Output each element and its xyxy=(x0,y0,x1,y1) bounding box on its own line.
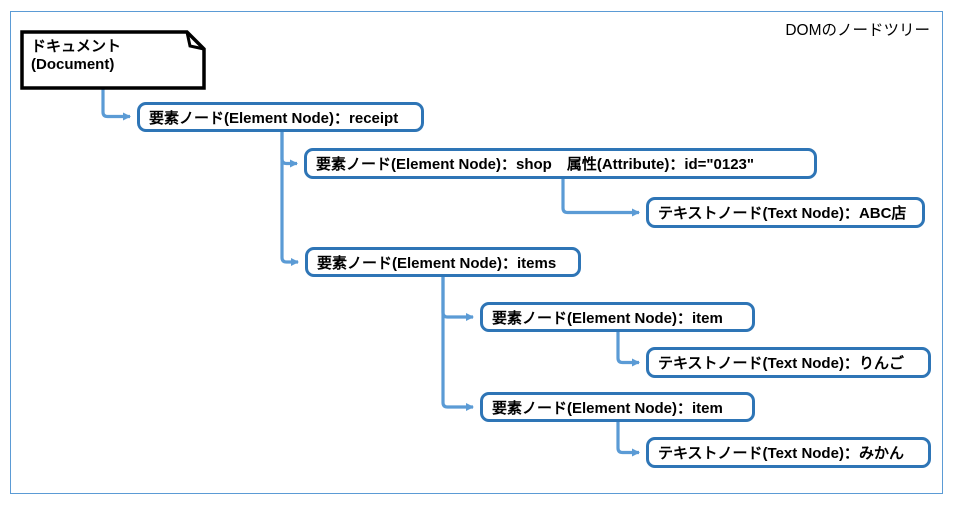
node-label: 要素ノード(Element Node)：receipt xyxy=(149,109,399,127)
document-node-label: ドキュメント (Document) xyxy=(31,38,121,74)
document-label-ja: ドキュメント xyxy=(31,38,122,55)
node-text-ringo: テキストノード(Text Node)：りんご xyxy=(646,347,931,378)
document-label-en: (Document) xyxy=(31,56,115,73)
node-element-item-1: 要素ノード(Element Node)：item xyxy=(480,302,755,332)
document-node: ドキュメント (Document) xyxy=(20,30,206,90)
folded-corner-shape xyxy=(20,30,206,90)
node-text-abc-store: テキストノード(Text Node)：ABC店 xyxy=(646,197,925,228)
node-label: テキストノード(Text Node)：りんご xyxy=(658,355,904,372)
node-label: テキストノード(Text Node)：ABC店 xyxy=(658,205,907,222)
outer-frame xyxy=(10,11,943,494)
node-element-receipt: 要素ノード(Element Node)：receipt xyxy=(137,102,424,132)
node-element-item-2: 要素ノード(Element Node)：item xyxy=(480,392,755,422)
node-text-mikan: テキストノード(Text Node)：みかん xyxy=(646,437,931,468)
node-label: 要素ノード(Element Node)：items xyxy=(317,254,557,272)
diagram-title: DOMのノードツリー xyxy=(785,22,930,39)
node-label: 要素ノード(Element Node)：item xyxy=(492,309,723,327)
node-element-items: 要素ノード(Element Node)：items xyxy=(305,247,581,277)
node-element-shop: 要素ノード(Element Node)：shop 属性(Attribute)：i… xyxy=(304,148,817,179)
node-label: 要素ノード(Element Node)：item xyxy=(492,399,723,417)
node-label: 要素ノード(Element Node)：shop 属性(Attribute)：i… xyxy=(316,156,755,173)
node-label: テキストノード(Text Node)：みかん xyxy=(658,445,904,462)
